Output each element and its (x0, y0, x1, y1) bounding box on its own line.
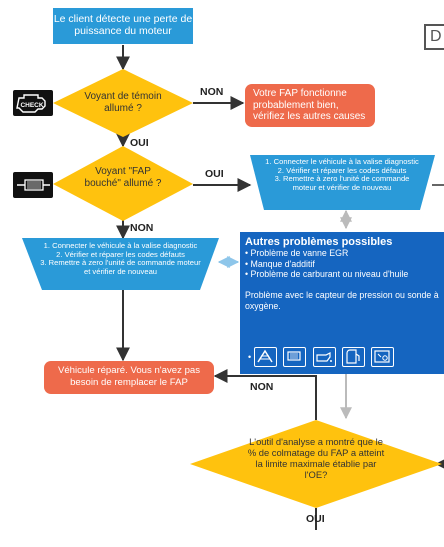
engine-warning-icon (253, 347, 277, 367)
other-problem-item: Problème de carburant ou niveau d'huile (245, 269, 439, 280)
decision-q3: L'outil d'analyse a montré que le % de c… (247, 436, 385, 480)
steps-right-2: 2. Vérifier et réparer les codes défauts (277, 165, 407, 175)
start-box: Le client détecte une perte de puissance… (53, 8, 193, 44)
other-problem-item: Manque d'additif (245, 259, 439, 270)
steps-right-1: 1. Connecter le véhicule à la valise dia… (265, 157, 419, 166)
other-problems-list: Problème de vanne EGR Manque d'additif P… (245, 248, 439, 280)
q3-no-label: NON (250, 381, 274, 393)
result-repaired: Véhicule réparé. Vous n'avez pas besoin … (44, 361, 214, 394)
decision-q3-shape (190, 420, 442, 508)
decision-q2: Voyant "FAP bouché" allumé ? (84, 166, 162, 189)
offscreen-box-fragment: D (424, 24, 444, 50)
q2-no-label: NON (130, 222, 154, 234)
other-problem-item: Problème avec le capteur de pression ou … (245, 290, 439, 311)
dpf-icon (283, 347, 307, 367)
q2-yes-label: OUI (205, 168, 224, 180)
sensor-icon (371, 347, 395, 367)
steps-left-2: 2. Vérifier et réparer les codes défauts (56, 249, 185, 259)
decision-q2-shape (53, 146, 193, 221)
other-problems-panel: Autres problèmes possibles Problème de v… (240, 232, 444, 290)
other-problems-icons: • (240, 342, 444, 374)
q3-yes-label: OUI (306, 513, 325, 525)
steps-left-shape (22, 238, 219, 290)
steps-right-3: 3. Remettre à zero l'unité de commande m… (274, 174, 410, 192)
dpf-warning-icon (13, 172, 53, 198)
steps-left: 1. Connecter le véhicule à la valise dia… (24, 241, 217, 276)
q1-yes-label: OUI (130, 137, 149, 149)
other-problems-panel-cont: Problème avec le capteur de pression ou … (240, 290, 444, 342)
check-engine-icon: CHECK (13, 90, 53, 116)
q1-no-label: NON (200, 86, 224, 98)
steps-right: 1. Connecter le véhicule à la valise dia… (252, 157, 432, 192)
steps-left-1: 1. Connecter le véhicule à la valise dia… (43, 241, 198, 250)
decision-q1-shape (53, 69, 193, 137)
steps-left-3: 3. Remettre à zero l'unité de commande m… (40, 258, 201, 276)
result-fap-ok: Votre FAP fonctionne probablement bien, … (245, 84, 375, 127)
steps-right-shape (250, 155, 435, 210)
oil-icon (312, 347, 336, 367)
svg-text:CHECK: CHECK (20, 102, 43, 109)
decision-q1: Voyant de témoin allumé ? (84, 91, 162, 114)
fuel-icon (342, 347, 366, 367)
other-problems-title: Autres problèmes possibles (245, 236, 393, 248)
other-problem-item: Problème de vanne EGR (245, 248, 439, 259)
